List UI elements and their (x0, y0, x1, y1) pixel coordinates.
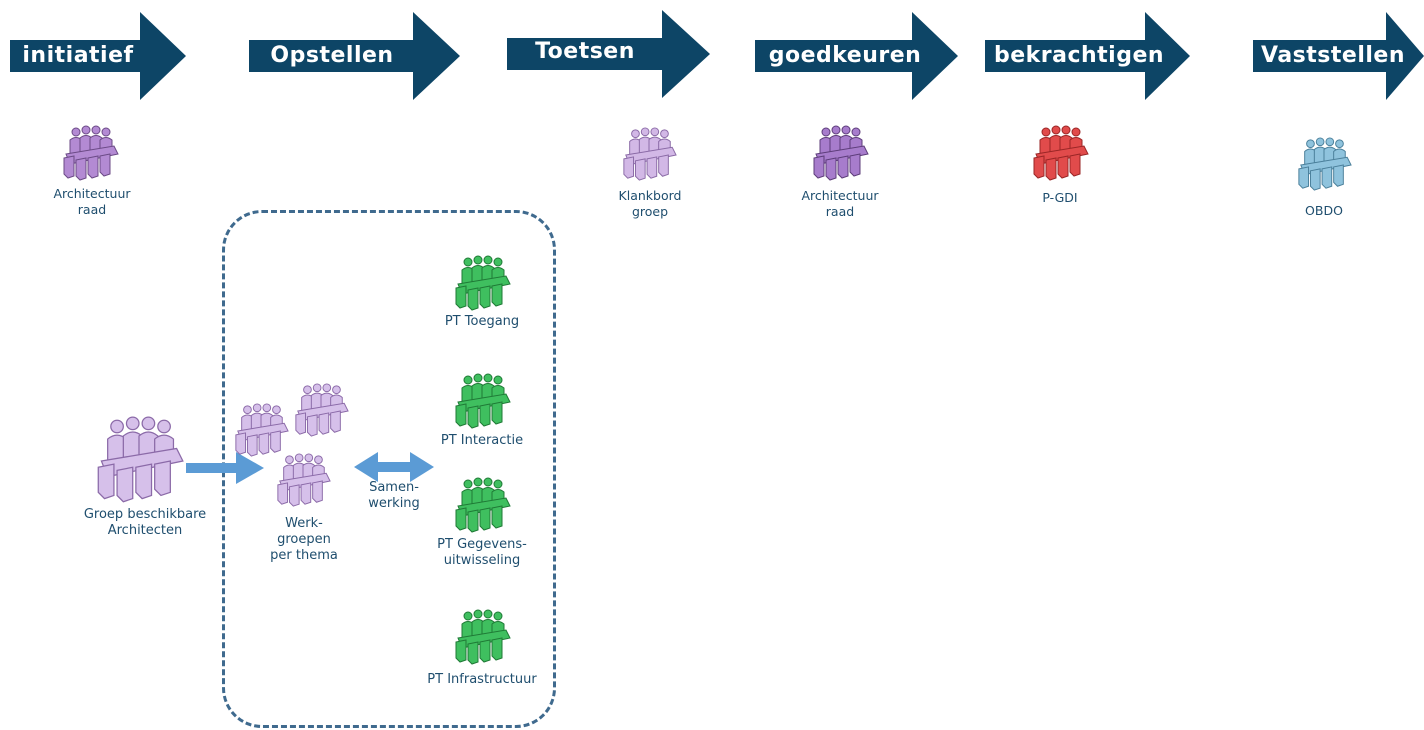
caption-pt-infrastructuur: PT Infrastructuur (427, 672, 537, 687)
phase-arrow-initiatief: initiatief (10, 12, 186, 100)
phase-label: Opstellen (270, 43, 394, 68)
double-arrow-icon (354, 452, 434, 482)
meeting-group-icon (452, 372, 512, 432)
meeting-group-icon (274, 452, 332, 510)
phase-label: Toetsen (535, 39, 635, 64)
phase-arrow-toetsen: Toetsen (507, 10, 710, 98)
caption-groep-architecten: Groep beschikbare Architecten (83, 507, 207, 538)
arrow-shape-icon (985, 12, 1190, 100)
caption-pt-interactie: PT Interactie (440, 433, 524, 448)
caption-pt-toegang: PT Toegang (444, 314, 520, 329)
caption-werkgroepen: Werk- groepen per thema (270, 516, 338, 563)
arrow-shape-icon (10, 12, 186, 100)
meeting-group-icon (1030, 124, 1090, 184)
phase-label: bekrachtigen (993, 43, 1165, 68)
meeting-group-icon (92, 414, 186, 508)
caption-samenwerking: Samen- werking (368, 480, 420, 511)
caption-obdo: OBDO (1305, 203, 1343, 218)
caption-architectuur-raad-1: Architectuur raad (53, 186, 131, 217)
arrow-shape-icon (755, 12, 958, 100)
caption-klankbord-groep: Klankbord groep (618, 188, 682, 219)
meeting-group-icon (1295, 136, 1353, 194)
arrow-shape-icon (507, 10, 710, 98)
caption-architectuur-raad-2: Architectuur raad (801, 188, 879, 219)
meeting-group-icon (452, 476, 512, 536)
phase-arrow-vaststellen: Vaststellen (1253, 12, 1424, 100)
meeting-group-icon (452, 608, 512, 668)
phase-arrow-goedkeuren: goedkeuren (755, 12, 958, 100)
phase-label: goedkeuren (768, 43, 922, 68)
phase-arrow-bekrachtigen: bekrachtigen (985, 12, 1190, 100)
meeting-group-icon (810, 124, 870, 184)
caption-pt-gegevens: PT Gegevens- uitwisseling (437, 537, 527, 568)
arrow-shape-icon (1253, 12, 1424, 100)
phase-label: Vaststellen (1261, 43, 1405, 68)
meeting-group-icon (292, 382, 350, 440)
meeting-group-icon (60, 124, 120, 184)
phase-arrow-opstellen: Opstellen (249, 12, 460, 100)
flow-arrow-icon (186, 452, 264, 484)
meeting-group-icon (620, 126, 678, 184)
meeting-group-icon (452, 254, 512, 314)
phase-label: initiatief (22, 43, 134, 68)
arrow-shape-icon (249, 12, 460, 100)
caption-p-gdi: P-GDI (1042, 190, 1078, 205)
